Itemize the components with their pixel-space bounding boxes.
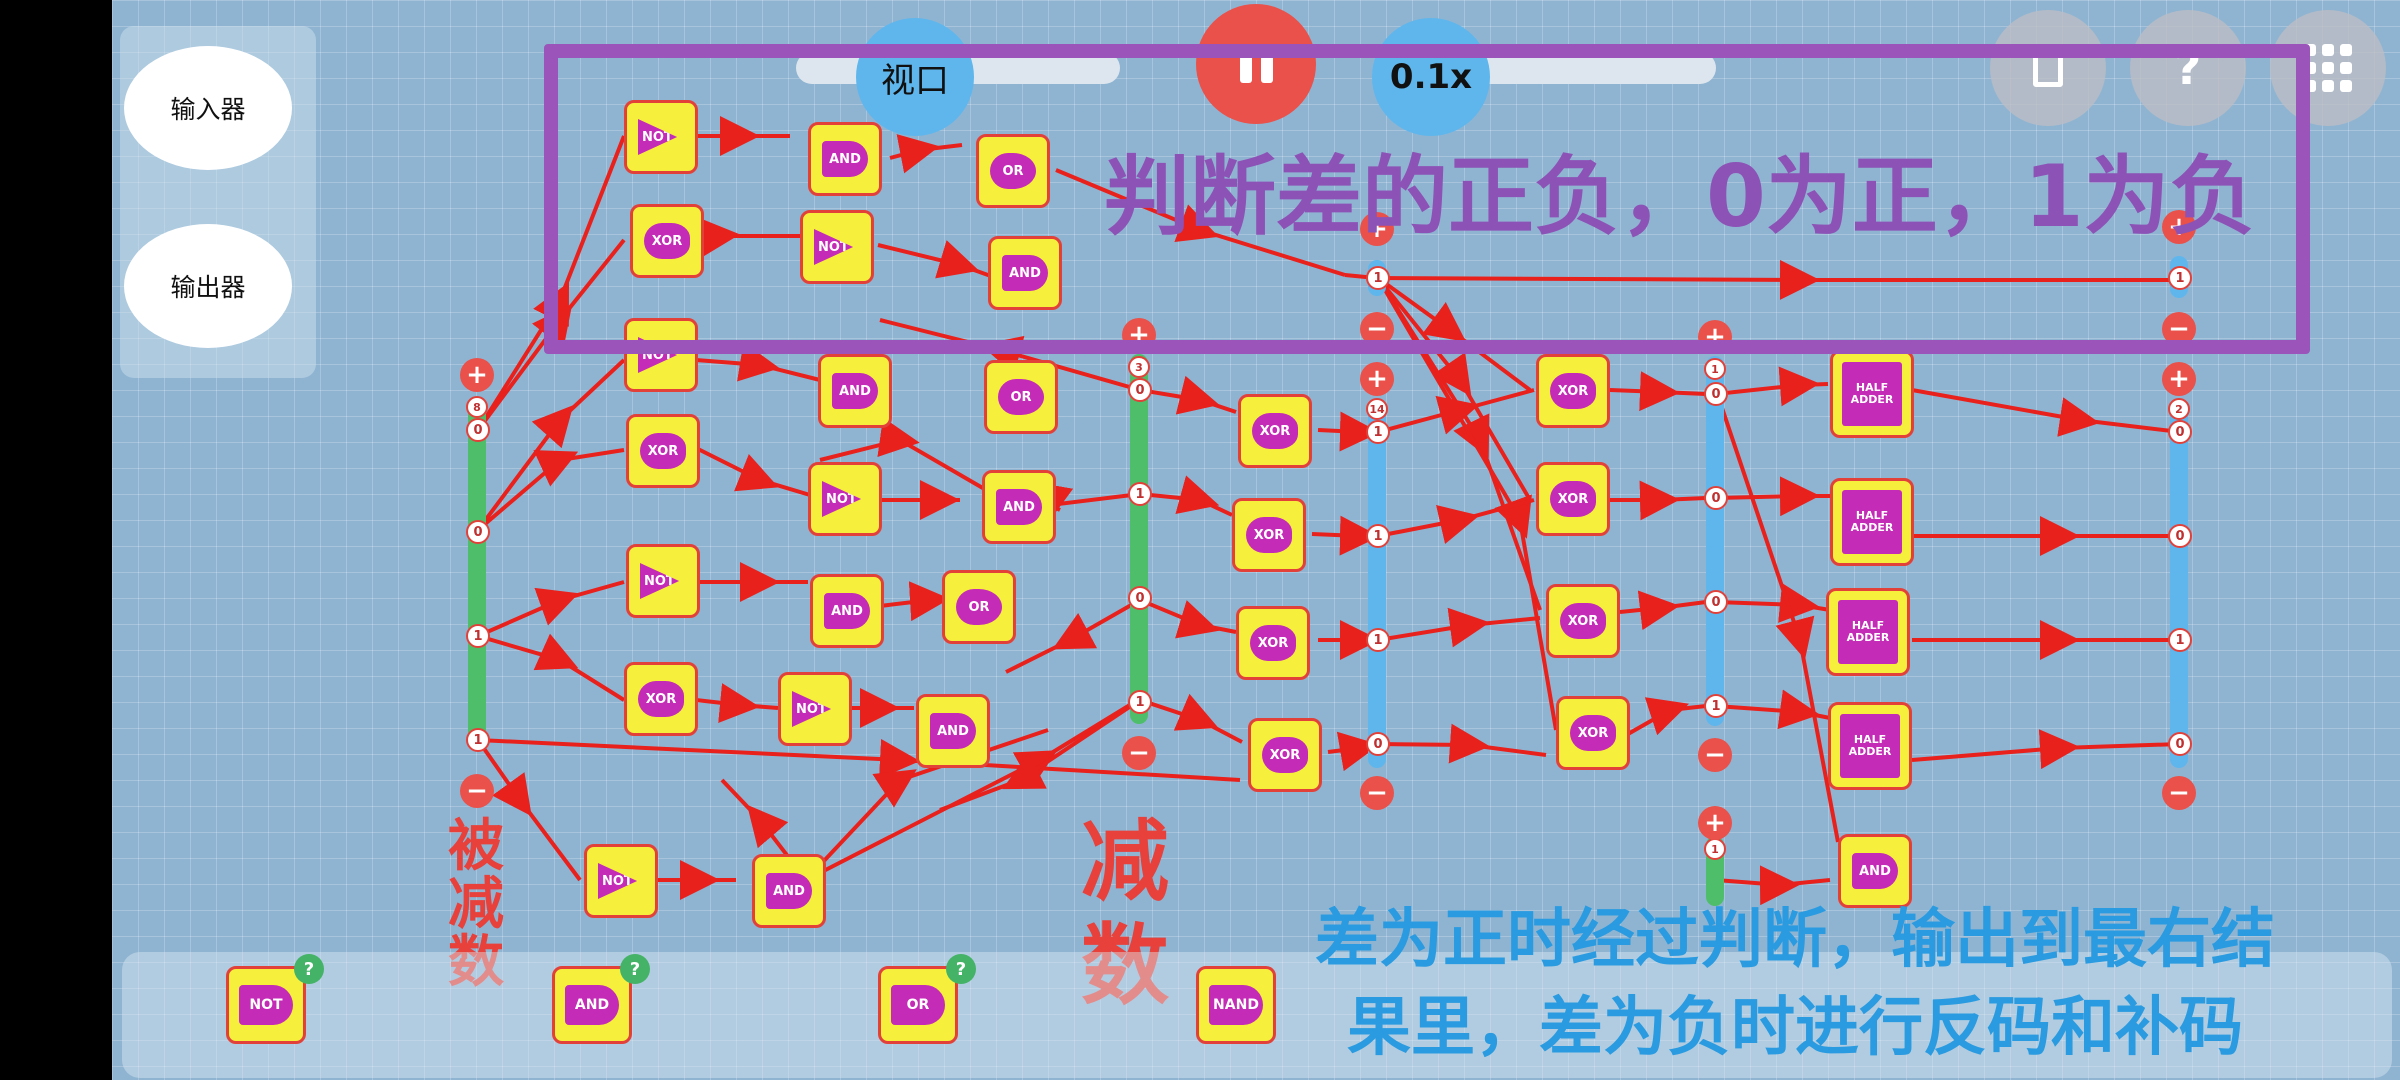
minuend-label: 被减数 [448, 814, 504, 995]
help-icon[interactable]: ? [946, 954, 976, 984]
subtrahend-input-bar[interactable] [1130, 354, 1148, 724]
sign-add-bit-button[interactable]: + [1360, 212, 1394, 246]
result-add-bit-button[interactable]: + [2162, 362, 2196, 396]
half-adder[interactable]: HALF ADDER [1828, 702, 1912, 790]
not-gate[interactable]: NOT [626, 544, 700, 618]
xor-gate[interactable]: XOR [630, 204, 704, 278]
xor-gate[interactable]: XOR [1232, 498, 1306, 572]
result-sign-bit: 1 [2168, 266, 2192, 290]
half-adder[interactable]: HALF ADDER [1826, 588, 1910, 676]
viewport-label[interactable]: 视口 [856, 18, 974, 136]
difference-bit: 1 [1366, 420, 1390, 444]
carry-in-header: 1 [1704, 838, 1726, 860]
xor-gate[interactable]: XOR [1248, 718, 1322, 792]
not-gate[interactable]: NOT [800, 210, 874, 284]
complement-bit: 0 [1704, 590, 1728, 614]
result-remove-bit-button[interactable]: − [2162, 776, 2196, 810]
and-gate[interactable]: AND [818, 354, 892, 428]
subtrahend-remove-bit-button[interactable]: − [1122, 736, 1156, 770]
complement-bit: 0 [1704, 382, 1728, 406]
palette-not-gate[interactable]: NOT [226, 966, 306, 1044]
not-gate[interactable]: NOT [624, 100, 698, 174]
xor-gate[interactable]: XOR [624, 662, 698, 736]
difference-header: 14 [1366, 398, 1388, 420]
output-component-button[interactable]: 输出器 [124, 224, 292, 348]
grid-menu-icon [2304, 44, 2352, 92]
result-sign-add-button[interactable]: + [2162, 210, 2196, 244]
subtrahend-bit[interactable]: 0 [1128, 378, 1152, 402]
result-bit: 0 [2168, 732, 2192, 756]
sign-annotation-text: 判断差的正负，0为正，1为负 [1104, 147, 2256, 247]
not-gate[interactable]: NOT [778, 672, 852, 746]
and-gate[interactable]: AND [810, 574, 884, 648]
and-gate[interactable]: AND [1838, 834, 1912, 908]
difference-remove-bit-button[interactable]: − [1360, 776, 1394, 810]
difference-bit: 1 [1366, 628, 1390, 652]
blue-annotation-line1: 差为正时经过判断，输出到最右结 [1315, 903, 2275, 977]
xor-gate[interactable]: XOR [1536, 462, 1610, 536]
minuend-add-bit-button[interactable]: + [460, 358, 494, 392]
complement-bit: 0 [1704, 486, 1728, 510]
subtrahend-header: 3 [1128, 356, 1150, 378]
xor-gate[interactable]: XOR [1236, 606, 1310, 680]
not-gate[interactable]: NOT [808, 462, 882, 536]
complement-header: 1 [1704, 358, 1726, 380]
minuend-bit[interactable]: 0 [466, 418, 490, 442]
help-icon[interactable]: ? [294, 954, 324, 984]
difference-output-bar[interactable] [1368, 398, 1386, 768]
palette-or-gate[interactable]: OR [878, 966, 958, 1044]
input-component-button[interactable]: 输入器 [124, 46, 292, 170]
subtrahend-bit[interactable]: 1 [1128, 482, 1152, 506]
palette-and-gate[interactable]: AND [552, 966, 632, 1044]
and-gate[interactable]: AND [988, 236, 1062, 310]
result-bit: 1 [2168, 628, 2192, 652]
complement-bar[interactable] [1706, 356, 1724, 726]
subtrahend-bit[interactable]: 0 [1128, 586, 1152, 610]
speed-label[interactable]: 0.1x [1372, 18, 1490, 136]
and-gate[interactable]: AND [916, 694, 990, 768]
minuend-bit[interactable]: 1 [466, 728, 490, 752]
result-header: 2 [2168, 398, 2190, 420]
blue-annotation-line2: 果里，差为负时进行反码和补码 [1347, 991, 2243, 1065]
help-button[interactable]: ? [2130, 10, 2246, 126]
and-gate[interactable]: AND [752, 854, 826, 928]
difference-bit: 1 [1366, 524, 1390, 548]
minuend-remove-bit-button[interactable]: − [460, 774, 494, 808]
xor-gate[interactable]: XOR [1536, 354, 1610, 428]
menu-button[interactable] [2270, 10, 2386, 126]
difference-add-bit-button[interactable]: + [1360, 362, 1394, 396]
or-gate[interactable]: OR [942, 570, 1016, 644]
half-adder[interactable]: HALF ADDER [1830, 478, 1914, 566]
subtrahend-bit[interactable]: 1 [1128, 690, 1152, 714]
result-bit: 0 [2168, 524, 2192, 548]
subtrahend-label: 减数 [1080, 810, 1169, 1017]
xor-gate[interactable]: XOR [1238, 394, 1312, 468]
or-gate[interactable]: OR [976, 134, 1050, 208]
sign-annotation-box [544, 44, 2310, 354]
xor-gate[interactable]: XOR [1546, 584, 1620, 658]
xor-gate[interactable]: XOR [1556, 696, 1630, 770]
carry-add-bit-button[interactable]: + [1698, 806, 1732, 840]
minuend-bit[interactable]: 1 [466, 624, 490, 648]
minuend-input-bar[interactable] [468, 400, 486, 748]
palette-nand-gate[interactable]: NAND [1196, 966, 1276, 1044]
difference-bit: 0 [1366, 732, 1390, 756]
result-bit: 0 [2168, 420, 2192, 444]
result-output-bar[interactable] [2170, 398, 2188, 768]
not-gate[interactable]: NOT [584, 844, 658, 918]
left-black-bar [0, 0, 112, 1080]
minuend-header: 8 [466, 396, 488, 418]
and-gate[interactable]: AND [808, 122, 882, 196]
sign-output-bit: 1 [1366, 266, 1390, 290]
and-gate[interactable]: AND [982, 470, 1056, 544]
half-adder[interactable]: HALF ADDER [1830, 350, 1914, 438]
complement-bit: 1 [1704, 694, 1728, 718]
or-gate[interactable]: OR [984, 360, 1058, 434]
minuend-bit[interactable]: 0 [466, 520, 490, 544]
help-icon[interactable]: ? [620, 954, 650, 984]
xor-gate[interactable]: XOR [626, 414, 700, 488]
complement-remove-bit-button[interactable]: − [1698, 738, 1732, 772]
